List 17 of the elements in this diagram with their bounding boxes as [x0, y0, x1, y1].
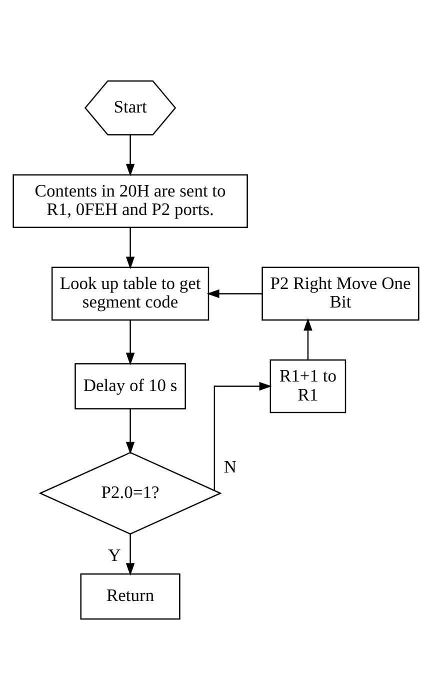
node-diamond: P2.0=1?	[38, 452, 222, 535]
edge-label: N	[224, 456, 237, 476]
node-box: Look up table to get segment code	[51, 266, 210, 321]
node-box: Contents in 20H are sent to R1, 0FEH and P2 ports.	[12, 174, 248, 228]
arrow	[126, 534, 135, 576]
node-box: Return	[80, 573, 180, 620]
arrow	[126, 320, 135, 366]
arrow	[126, 134, 135, 176]
arrow	[126, 408, 135, 454]
node-box: R1+1 to R1	[270, 359, 346, 414]
arrow	[126, 227, 135, 270]
arrow	[206, 289, 262, 298]
node-box: Delay of 10 s	[74, 363, 186, 410]
node-box: P2 Right Move One Bit	[262, 266, 420, 321]
arrow	[304, 318, 312, 360]
arrow	[214, 382, 272, 490]
edge-label: Y	[108, 545, 121, 566]
